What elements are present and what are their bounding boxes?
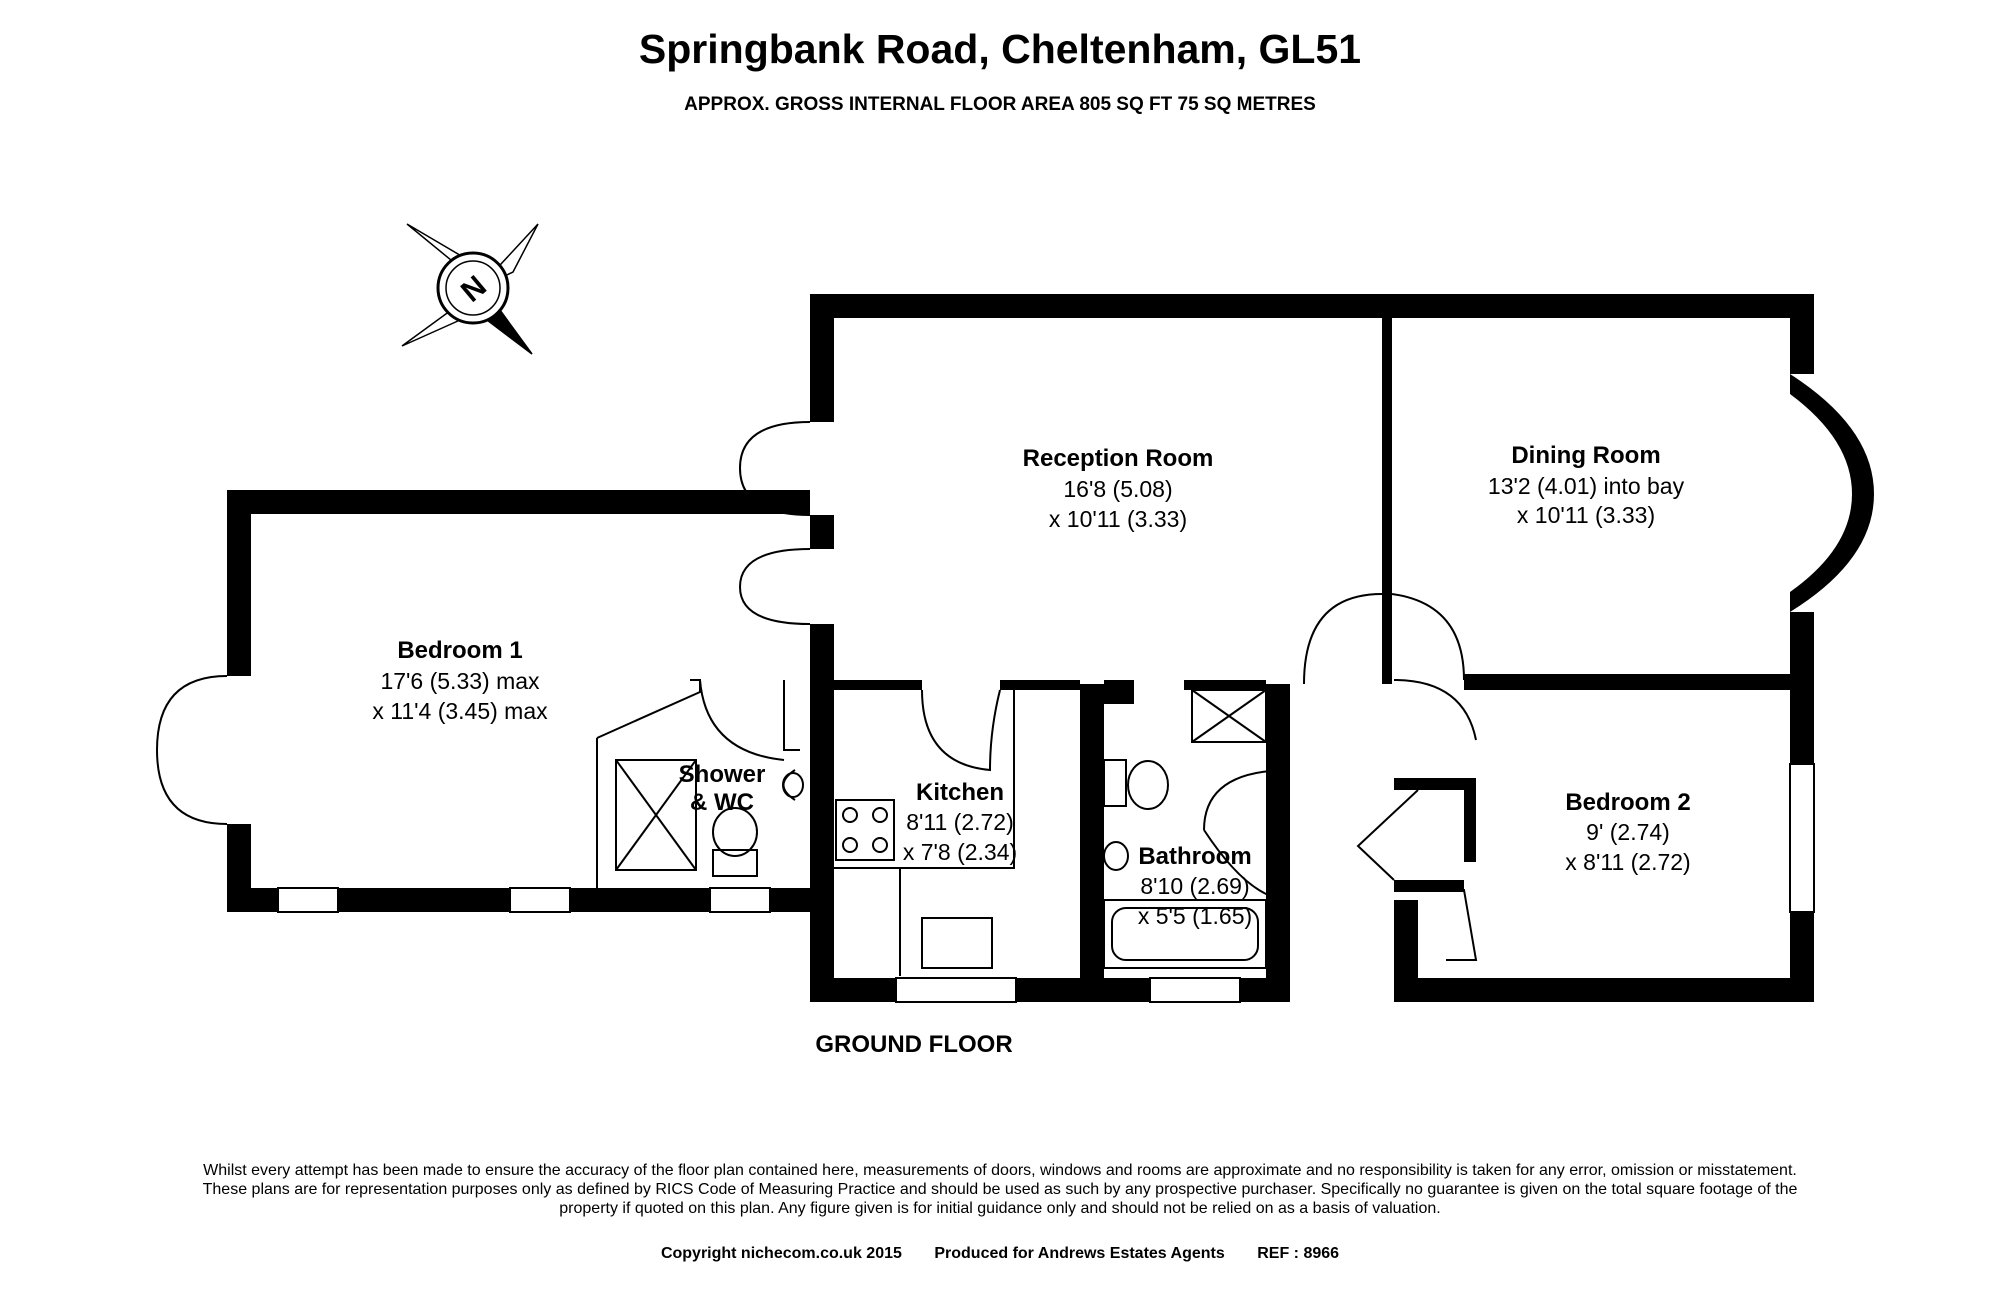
shower-name-line1: Shower (679, 761, 766, 788)
bedroom1-dim2: x 11'4 (3.45) max (372, 698, 548, 724)
kitchen-dim1: 8'11 (2.72) (906, 809, 1014, 835)
room-labels: Reception Room 16'8 (5.08) x 10'11 (3.33… (372, 442, 1690, 1058)
reception-room-name: Reception Room (1023, 445, 1214, 472)
reference-text: REF : 8966 (1257, 1245, 1340, 1262)
bedroom2-name: Bedroom 2 (1565, 789, 1690, 816)
floor-label: GROUND FLOOR (815, 1031, 1012, 1058)
footer: Copyright nichecom.co.uk 2015 Produced f… (0, 1245, 2000, 1263)
bathroom-name: Bathroom (1138, 843, 1251, 870)
kitchen-dim2: x 7'8 (2.34) (903, 839, 1017, 865)
dining-room-name: Dining Room (1511, 442, 1660, 469)
dining-room-dim1: 13'2 (4.01) into bay (1488, 473, 1685, 499)
reception-room-dim1: 16'8 (5.08) (1063, 476, 1172, 502)
disclaimer-text: Whilst every attempt has been made to en… (202, 1162, 1798, 1217)
windows (277, 763, 1815, 1003)
bedroom2-dim2: x 8'11 (2.72) (1565, 849, 1690, 875)
dining-room-dim2: x 10'11 (3.33) (1517, 502, 1655, 528)
bedroom2-dim1: 9' (2.74) (1586, 819, 1670, 845)
bedroom1-name: Bedroom 1 (397, 637, 522, 664)
copyright-text: Copyright nichecom.co.uk 2015 (660, 1245, 902, 1262)
shower-name-line2: & WC (690, 789, 754, 816)
reception-room-dim2: x 10'11 (3.33) (1049, 506, 1187, 532)
bathroom-dim2: x 5'5 (1.65) (1138, 903, 1252, 929)
door-swings (155, 421, 1477, 901)
bedroom1-dim1: 17'6 (5.33) max (380, 668, 540, 694)
compass-icon: N (401, 223, 539, 355)
interior-lines (596, 679, 1478, 976)
plan-title: Springbank Road, Cheltenham, GL51 (638, 26, 1362, 72)
floor-area-subtitle: APPROX. GROSS INTERNAL FLOOR AREA 805 SQ… (684, 94, 1316, 115)
bathroom-dim1: 8'10 (2.69) (1140, 873, 1249, 899)
walls (227, 294, 1874, 1002)
produced-for-text: Produced for Andrews Estates Agents (934, 1245, 1225, 1262)
kitchen-name: Kitchen (916, 779, 1004, 806)
